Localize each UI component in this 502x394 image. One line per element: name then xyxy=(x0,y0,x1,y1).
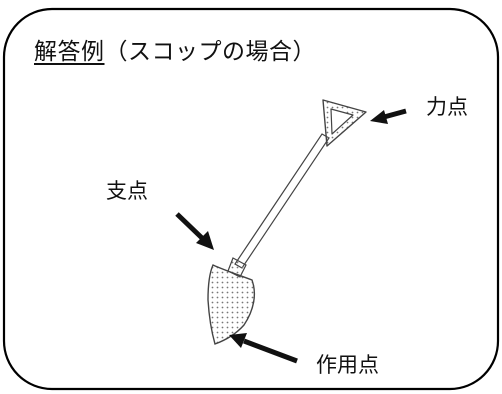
page-title: 解答例（スコップの場合） xyxy=(34,32,316,66)
arrow-icon-fulcrum xyxy=(175,212,214,250)
label-fulcrum: 支点 xyxy=(106,179,148,203)
label-effort-point: 力点 xyxy=(426,95,468,119)
title-rest: （スコップの場合） xyxy=(104,39,316,65)
label-load-point: 作用点 xyxy=(316,353,379,377)
rounded-frame xyxy=(2,7,500,391)
title-underlined: 解答例 xyxy=(34,39,105,65)
arrow-icon-load xyxy=(229,333,298,364)
shovel-blade xyxy=(207,264,256,345)
shovel-shaft xyxy=(234,133,330,269)
arrow-icon-effort xyxy=(370,108,407,124)
shovel-icon xyxy=(207,99,367,345)
shovel-handle xyxy=(322,99,367,147)
